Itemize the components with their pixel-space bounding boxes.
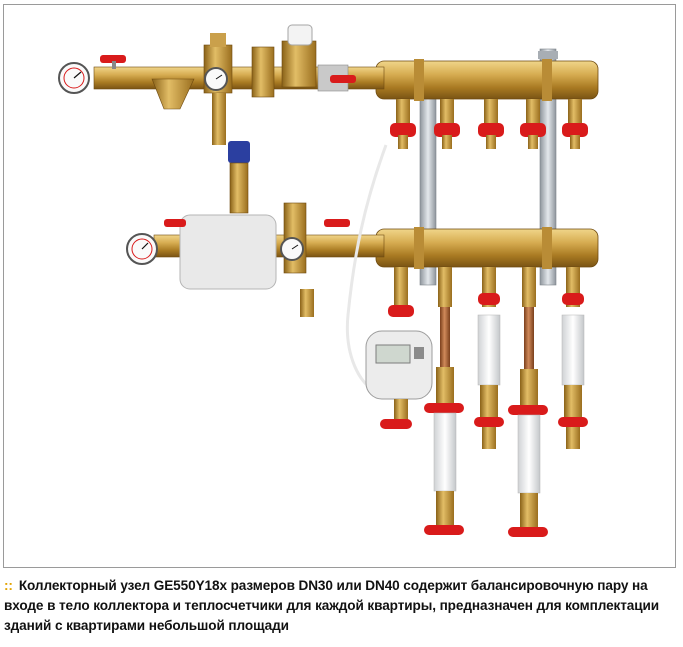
mounting-bracket-right	[538, 48, 558, 286]
upper-supply-manifold	[375, 59, 599, 101]
lower-thermometer	[280, 237, 304, 261]
caption-text: Коллекторный узел GE550Y18x размеров DN3…	[4, 578, 660, 633]
manifold-photo	[3, 4, 676, 568]
upper-inlet-assembly	[93, 24, 385, 110]
lower-return-manifold	[375, 227, 599, 269]
figure-caption: ::Коллекторный узел GE550Y18x размеров D…	[4, 576, 678, 636]
upper-pressure-gauge	[58, 62, 90, 94]
lower-pressure-gauge	[126, 233, 158, 265]
balancing-valve-stem	[212, 93, 250, 214]
upper-outlet-valves	[390, 99, 588, 149]
heat-meter	[365, 330, 433, 400]
upper-ball-valves	[100, 55, 356, 83]
upper-thermometer	[204, 67, 228, 91]
lower-outlet-branches	[380, 267, 588, 537]
lower-inlet-assembly	[153, 202, 385, 317]
sensor-cable	[345, 144, 388, 393]
double-dot-bullet-icon: ::	[4, 578, 13, 593]
